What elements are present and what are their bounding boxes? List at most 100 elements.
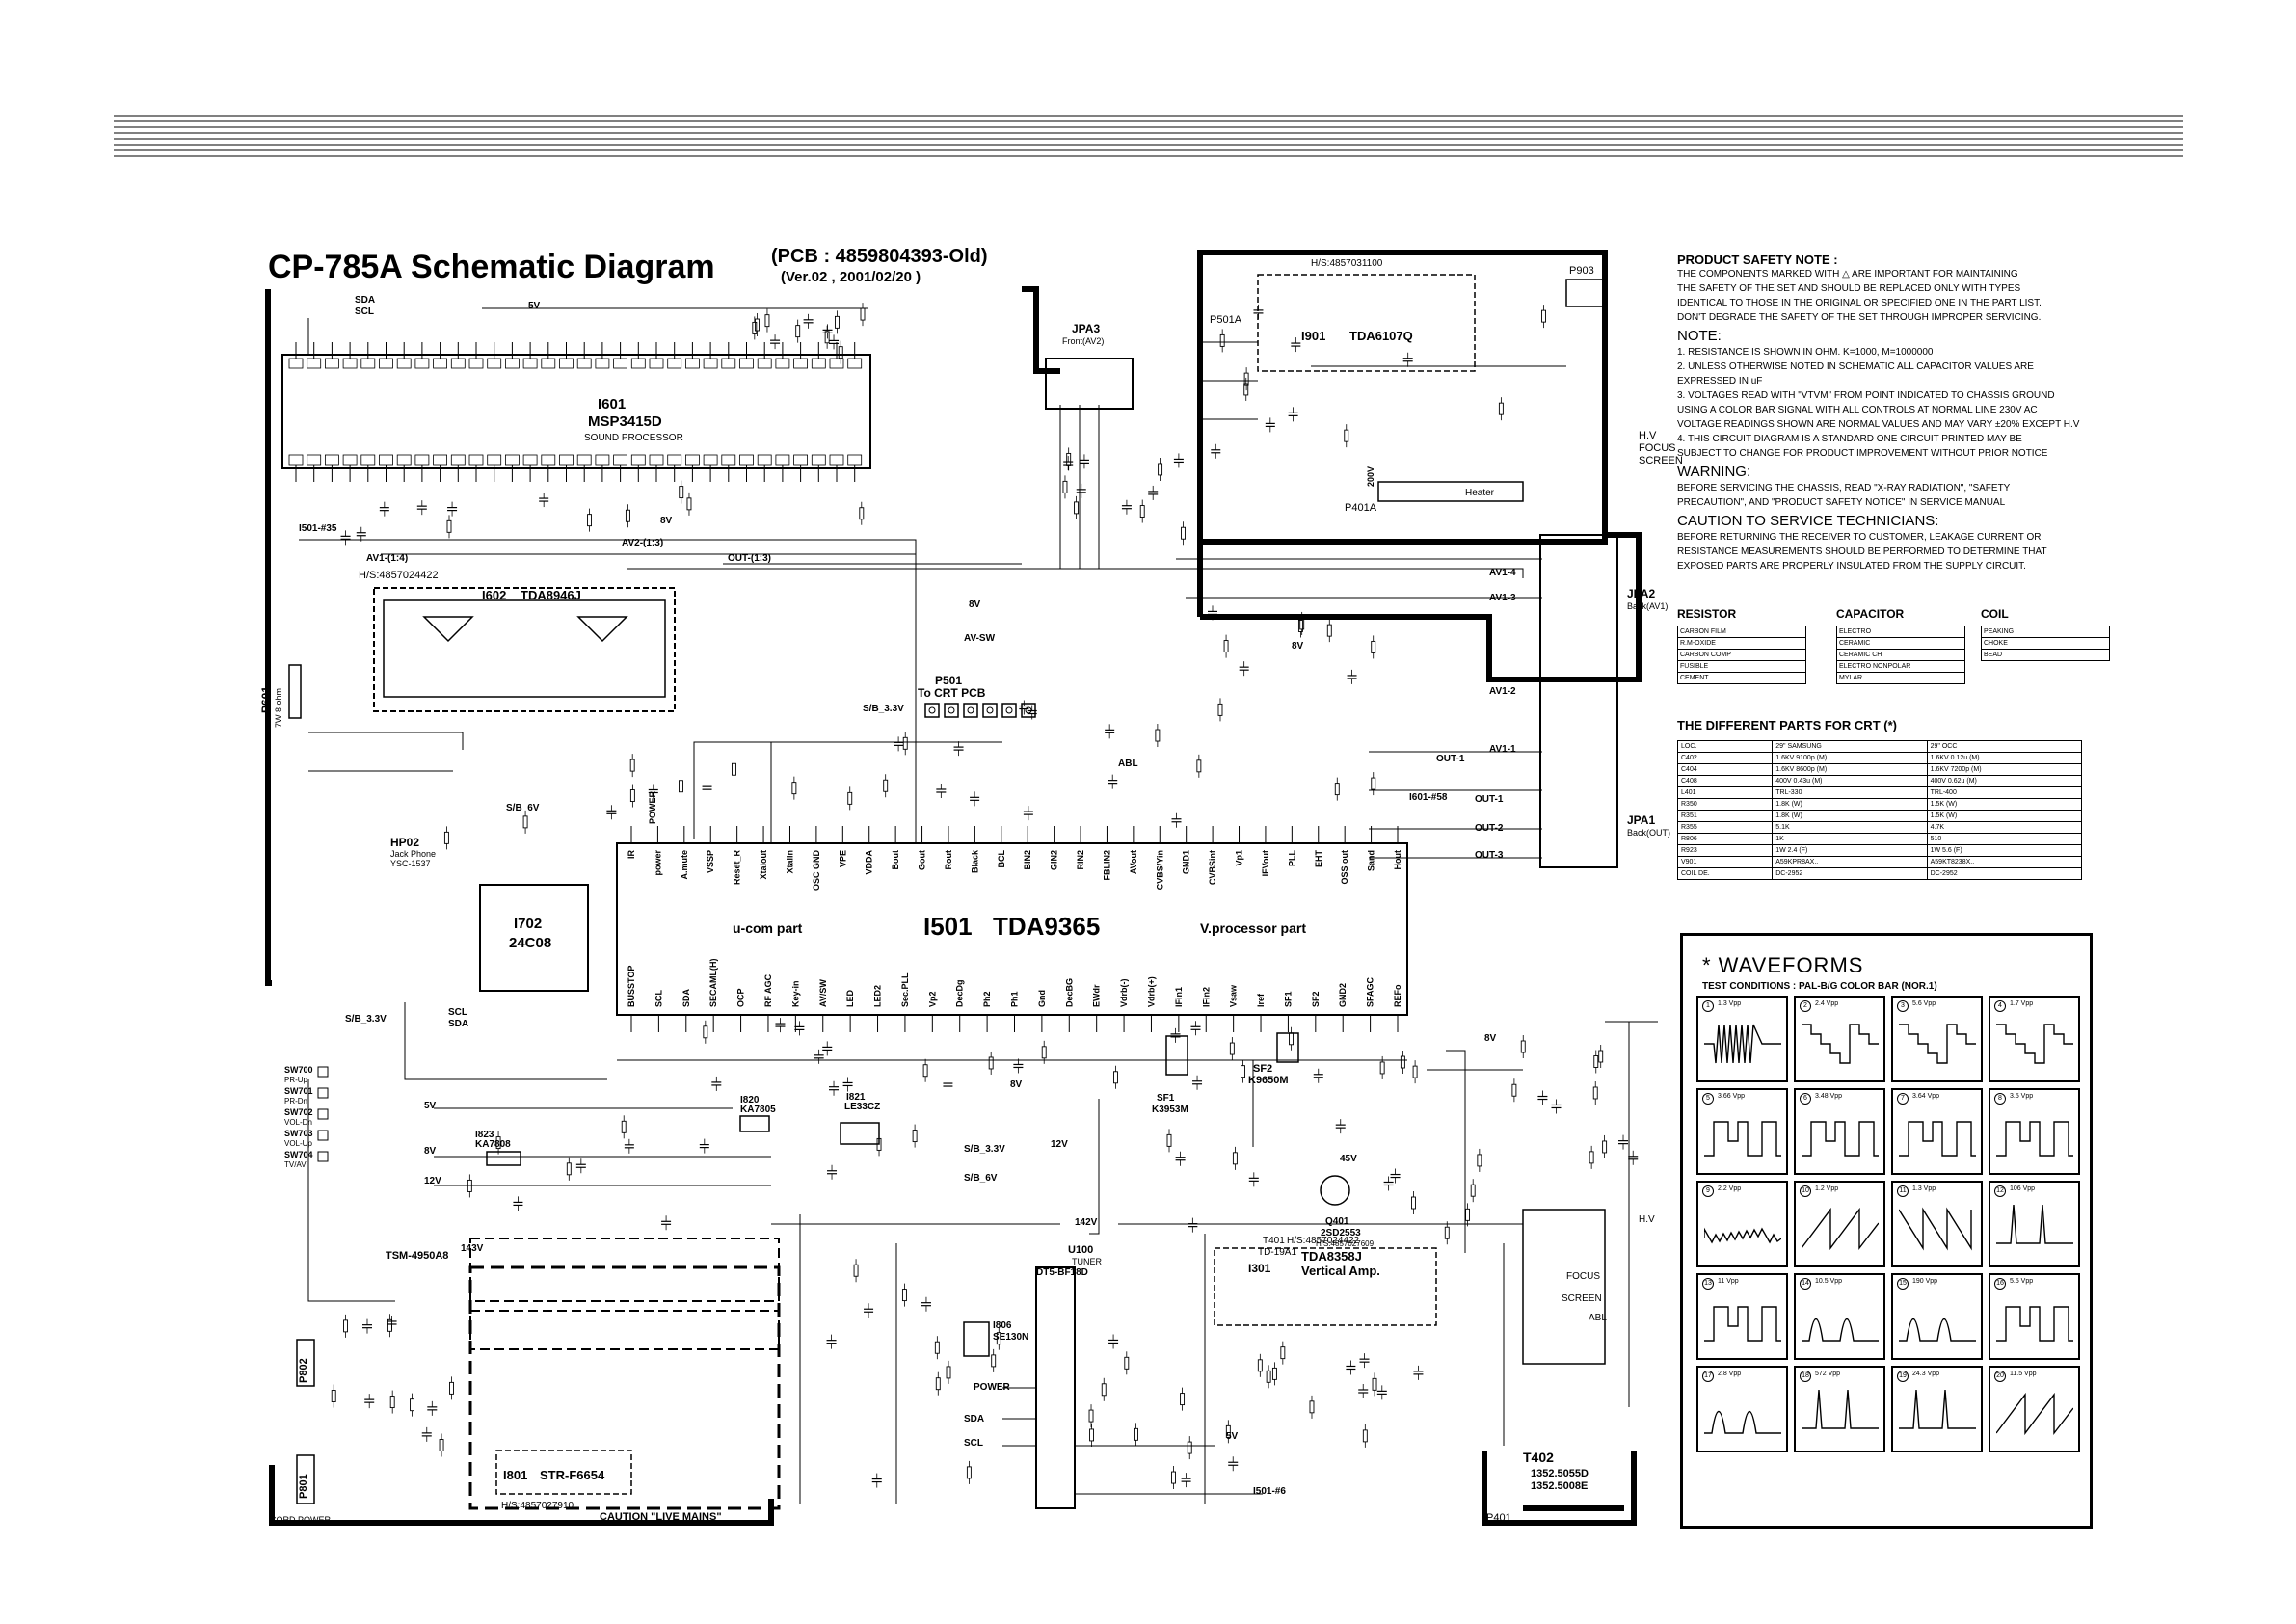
i601-bottom-pin — [342, 454, 358, 466]
connectors: JPA3 Front(AV2) JPA2 Back(AV1) JPA1 Back… — [259, 322, 1670, 1525]
note-line: EXPRESSED IN uF — [1677, 376, 1763, 386]
note-line: VOLTAGE READINGS SHOWN ARE NORMAL VALUES… — [1677, 419, 2080, 430]
jpa2-ref: JPA2 — [1627, 587, 1655, 600]
waveform-number: 17 — [1702, 1371, 1714, 1382]
net-8v-right: 8V — [1292, 641, 1304, 652]
i501-top-pin-label: Reset_R — [733, 850, 742, 886]
net-12v-low: 12V — [424, 1176, 441, 1186]
resistor-symbol — [883, 779, 889, 792]
net-sb33-b: S/B_3.3V — [345, 1014, 387, 1025]
u100-tuner: U100 TUNER DT5-BF18D — [1035, 1244, 1102, 1509]
crt-cell: 1W 2.4 (F) — [1772, 844, 1928, 857]
switch-label: PR-Up — [284, 1076, 308, 1084]
i501-bottom-pin-label: GND2 — [1338, 983, 1348, 1007]
i806-ref: I806 — [993, 1320, 1012, 1331]
net-out-1: OUT-1 — [1436, 754, 1465, 764]
i501-top-pin-label: AVout — [1129, 850, 1138, 874]
i601-top-pin — [288, 358, 304, 369]
net-sda-top: SDA — [355, 295, 375, 306]
i601-bottom-pin — [613, 454, 627, 466]
keypad-switches: SW700PR-UpSW701PR-DnSW702VOL-DnSW703VOL-… — [284, 1065, 329, 1169]
waveform-amplitude: 24.3 Vpp — [1912, 1371, 1940, 1377]
crt-table-title: THE DIFFERENT PARTS FOR CRT (*) — [1677, 718, 1897, 732]
waveform-number: 6 — [1800, 1093, 1811, 1105]
i501-vproc: V.processor part — [1200, 920, 1306, 936]
i601-bottom-pin — [324, 454, 339, 466]
waveform-number: 5 — [1702, 1093, 1714, 1105]
crt-cell: TRL-400 — [1926, 786, 2083, 799]
resistor-symbol — [703, 1025, 708, 1039]
resistor-symbol — [1498, 402, 1504, 415]
resistor-symbol — [1520, 1040, 1526, 1053]
legend-item: MYLAR — [1836, 672, 1965, 684]
i601-bottom-pin — [360, 454, 376, 466]
waveform-trace — [1996, 1392, 2073, 1436]
net-sb33-a: S/B_3.3V — [863, 704, 904, 714]
resistor-symbol — [795, 325, 801, 338]
resistor-symbol — [679, 486, 684, 499]
resistor-symbol — [1155, 729, 1161, 742]
net-abl: ABL — [1118, 759, 1138, 769]
resistor-symbol — [860, 307, 866, 321]
i501-top-pin-label: Xtalout — [759, 850, 768, 880]
i601-block: I601 MSP3415D SOUND PROCESSOR — [281, 342, 871, 482]
waveform-number: 7 — [1897, 1093, 1909, 1105]
tact-switch — [317, 1087, 329, 1099]
i501-bottom-pin-label: IFin1 — [1174, 987, 1184, 1007]
net-sda-mid: SDA — [448, 1019, 468, 1029]
i801-ref: I801 — [503, 1468, 527, 1482]
i601-bottom-pin — [829, 454, 844, 466]
hp02-ref: HP02 — [390, 836, 419, 849]
i501-top-pin-label: Gout — [918, 850, 927, 870]
i601-top-pin — [739, 358, 754, 369]
i501-top-pin-label: PLL — [1287, 849, 1296, 866]
i601-top-pin — [505, 358, 520, 369]
resistor-symbol — [1602, 1140, 1608, 1154]
i601-top-pin — [342, 358, 358, 369]
i501-top-pin-label: Rout — [944, 850, 953, 870]
jpa3-ref: JPA3 — [1072, 322, 1100, 335]
crt-cell: A59KPR8AX.. — [1772, 856, 1928, 868]
i601-top-pin — [721, 358, 736, 369]
tact-switch — [317, 1066, 329, 1078]
i601-bottom-pin — [396, 454, 412, 466]
i501-bottom-pin-label: RF AGC — [763, 973, 773, 1007]
note-line: PRECAUTION", AND "PRODUCT SAFETY NOTICE"… — [1677, 497, 2006, 508]
i501-bottom-pin-label: OCP — [736, 988, 746, 1007]
waveform-trace — [1802, 1121, 1879, 1157]
i601-top-pin — [379, 358, 393, 369]
resistor-symbol — [1379, 1061, 1385, 1075]
i801-part: STR-F6654 — [540, 1468, 605, 1482]
i601-top-pin — [703, 358, 718, 369]
switch-label: TV/AV — [284, 1160, 307, 1169]
note-line: RESISTANCE MEASUREMENTS SHOULD BE PERFOR… — [1677, 546, 2047, 557]
resistor-symbol — [902, 736, 908, 750]
i601-top-pin — [793, 358, 808, 369]
i601-top-pin — [414, 358, 430, 369]
net-sb33-c: S/B_3.3V — [964, 1144, 1005, 1155]
i702-ref: I702 — [514, 916, 542, 932]
page-title: CP-785A Schematic Diagram — [268, 249, 715, 285]
resistor-symbol — [1257, 1359, 1263, 1372]
i601-top-pin — [324, 358, 339, 369]
resistor-symbol — [1139, 505, 1145, 518]
i501-top-pin-label: GND1 — [1182, 850, 1191, 874]
i601-bottom-pin — [433, 454, 448, 466]
i601-top-pin — [685, 358, 700, 369]
resistor-symbol — [1372, 1377, 1377, 1391]
resistor-symbol — [1088, 1409, 1094, 1423]
i702-block: I702 24C08 — [479, 884, 589, 992]
resistor-symbol — [449, 1381, 454, 1395]
waveform-amplitude: 2.8 Vpp — [1718, 1371, 1742, 1377]
i501-top-pin-label: VDDA — [865, 850, 874, 875]
